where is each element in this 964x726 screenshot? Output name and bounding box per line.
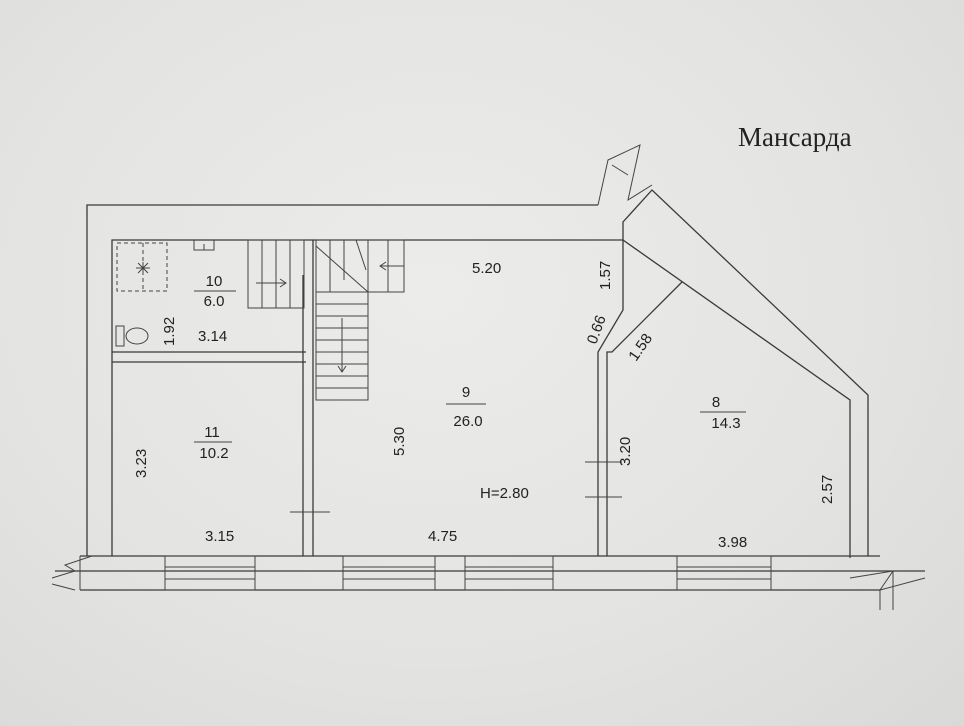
dimension-label: 3.20 (617, 437, 634, 466)
room-number: 11 (204, 424, 220, 441)
room-area: 6.0 (204, 293, 225, 310)
staircase (247, 239, 405, 401)
toilet-icon (115, 325, 149, 347)
outer-walls (51, 144, 926, 610)
sink-icon (193, 240, 215, 251)
room-8-label: 8 14.3 (700, 394, 746, 432)
shower-icon (136, 262, 150, 274)
windows (164, 555, 772, 591)
dimension-label: 3.23 (133, 449, 150, 478)
dimension-label: 3.15 (205, 528, 234, 545)
dimension-label: 2.57 (819, 475, 836, 504)
dimension-labels: 5.20 1.57 0.66 1.58 1.92 3.14 3.23 5.30 … (133, 260, 836, 551)
room-number: 10 (206, 273, 223, 290)
ceiling-height-label: H=2.80 (480, 485, 529, 502)
room-11-label: 11 10.2 (194, 424, 232, 462)
dimension-label: 0.66 (584, 313, 610, 346)
room-number: 8 (712, 394, 720, 411)
dimension-label: 3.14 (198, 328, 227, 345)
dimension-label: 1.57 (597, 261, 614, 290)
dimension-label: 3.98 (718, 534, 747, 551)
dimension-label: 5.30 (391, 427, 408, 456)
dimension-label: 1.92 (161, 317, 178, 346)
room-area: 14.3 (711, 415, 740, 432)
room-area: 26.0 (453, 413, 482, 430)
room-9-label: 9 26.0 (446, 384, 486, 430)
dimension-label: 5.20 (472, 260, 501, 277)
room-10-label: 10 6.0 (194, 273, 236, 310)
room-area: 10.2 (199, 445, 228, 462)
dimension-label: 1.58 (625, 331, 656, 365)
interior-walls (112, 240, 683, 556)
dimension-label: 4.75 (428, 528, 457, 545)
room-number: 9 (462, 384, 470, 401)
bathroom-fixtures (115, 240, 215, 347)
plan-title: Мансарда (738, 122, 852, 152)
